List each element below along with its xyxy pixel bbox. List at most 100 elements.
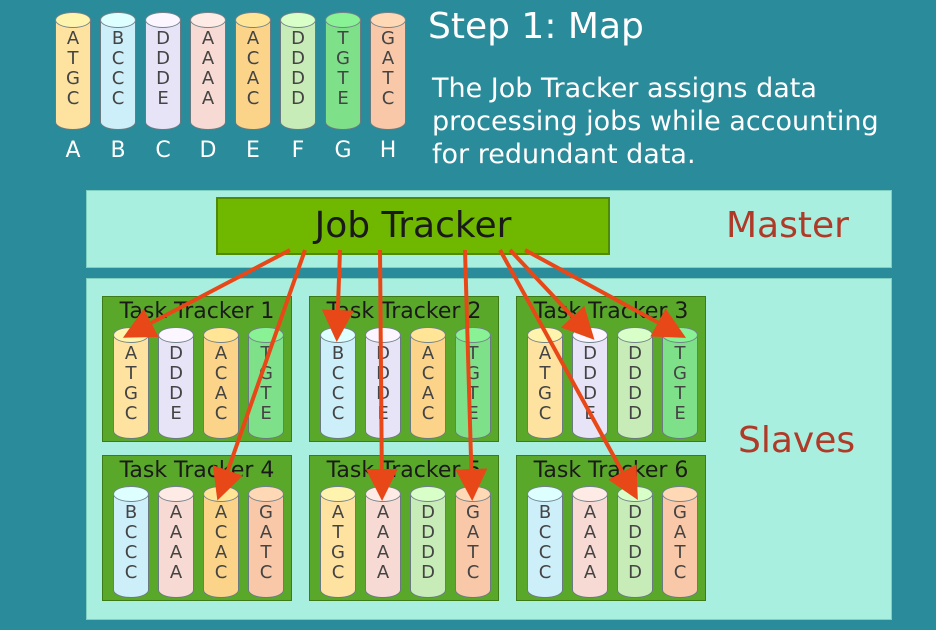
block-letter: A	[214, 343, 228, 364]
cylinder-top	[145, 12, 181, 28]
block-letter: A	[214, 383, 228, 404]
block-letter: E	[467, 403, 479, 424]
block-letter: D	[156, 28, 170, 49]
block-letter: C	[124, 562, 138, 583]
block-letter: A	[381, 48, 395, 69]
block-letter: D	[583, 343, 597, 364]
block-letter: A	[169, 502, 183, 523]
block-letter: A	[124, 343, 138, 364]
block-letter: G	[66, 68, 80, 89]
block-letter: C	[331, 562, 345, 583]
block-letter: C	[246, 88, 260, 109]
assignment-arrow-5	[212, 249, 307, 501]
task-tracker-title: Task Tracker 4	[119, 458, 275, 483]
block-letter: C	[111, 68, 125, 89]
assignment-arrow-7	[455, 249, 488, 501]
description-line-3: for redundant data.	[432, 139, 696, 170]
block-letter: D	[421, 522, 435, 543]
block-letter: D	[291, 48, 305, 69]
block-letter: C	[538, 403, 552, 424]
block-letter: C	[259, 562, 273, 583]
block-label-a: A	[65, 138, 81, 163]
cylinder-top	[370, 12, 406, 28]
block-letter: T	[674, 343, 686, 364]
block-letter: C	[124, 403, 138, 424]
block-letter: D	[628, 363, 642, 384]
block-letter: A	[376, 542, 390, 563]
block-letter: A	[201, 48, 215, 69]
master-label: Master	[726, 205, 849, 246]
block-letter: A	[376, 502, 390, 523]
block-letter: B	[111, 28, 125, 49]
block-letter: G	[673, 363, 687, 384]
block-letter: T	[382, 68, 394, 89]
block-letter: C	[673, 562, 687, 583]
block-letter: D	[169, 383, 183, 404]
block-letter: A	[66, 28, 80, 49]
block-letter: A	[583, 522, 597, 543]
cylinder-top	[572, 486, 608, 502]
block-letter: A	[214, 542, 228, 563]
block-letter: A	[169, 542, 183, 563]
block-letter: C	[421, 363, 435, 384]
block-letter: C	[214, 403, 228, 424]
assignment-arrow-8	[498, 249, 638, 501]
block-letter: G	[466, 502, 480, 523]
block-letter: C	[214, 363, 228, 384]
cylinder-top	[365, 327, 401, 343]
cylinder-top	[55, 12, 91, 28]
block-letter: T	[260, 343, 272, 364]
block-letter: A	[421, 383, 435, 404]
block-letter: T	[467, 542, 479, 563]
block-label-e: E	[246, 138, 260, 163]
assignment-arrow-3	[524, 248, 687, 338]
block-letter: C	[538, 562, 552, 583]
block-letter: D	[628, 502, 642, 523]
block-letter: D	[628, 343, 642, 364]
block-letter: A	[583, 502, 597, 523]
block-letter: D	[169, 343, 183, 364]
block-letter: D	[421, 542, 435, 563]
block-letter: D	[628, 542, 642, 563]
block-label-c: C	[155, 138, 171, 163]
block-letter: T	[467, 383, 479, 404]
block-letter: T	[260, 383, 272, 404]
block-letter: C	[331, 403, 345, 424]
assignment-arrow-4	[508, 248, 595, 340]
block-letter: C	[331, 363, 345, 384]
block-letter: T	[674, 542, 686, 563]
block-letter: A	[538, 343, 552, 364]
block-letter: C	[111, 48, 125, 69]
block-letter: D	[628, 383, 642, 404]
cylinder-top	[410, 486, 446, 502]
block-letter: A	[201, 28, 215, 49]
block-letter: C	[124, 542, 138, 563]
block-letter: D	[628, 522, 642, 543]
assignment-arrow-6	[365, 249, 398, 501]
